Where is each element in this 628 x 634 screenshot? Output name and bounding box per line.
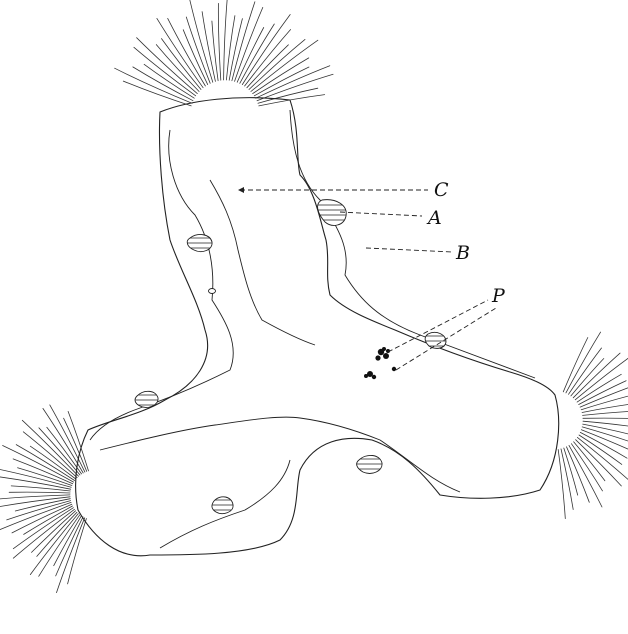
- label-a: A: [426, 207, 442, 229]
- tentacle: [11, 486, 70, 491]
- arrowhead-c: [238, 187, 244, 193]
- tentacle: [235, 7, 263, 81]
- tentacle: [256, 66, 330, 99]
- tentacle: [190, 0, 213, 82]
- tentacle: [115, 68, 192, 103]
- tentacle: [133, 67, 193, 101]
- tentacle: [22, 420, 78, 476]
- tentacle: [202, 12, 215, 82]
- hatched-spot: [420, 332, 450, 348]
- tentacle: [569, 348, 602, 394]
- tentacle: [0, 495, 70, 500]
- leader-line-a: [340, 212, 422, 216]
- hatched-spot: [205, 497, 238, 514]
- inner-canal-mid: [210, 180, 315, 345]
- label-b: B: [455, 242, 470, 264]
- hatched-spot: [350, 455, 386, 473]
- tentacle: [144, 64, 194, 98]
- tentacle: [567, 447, 590, 503]
- tentacle: [162, 39, 202, 90]
- tentacle: [23, 432, 77, 478]
- tentacle: [39, 428, 80, 475]
- small-oval: [209, 289, 216, 294]
- tentacle: [54, 516, 82, 566]
- tentacle: [258, 88, 318, 103]
- label-c: C: [434, 179, 449, 201]
- label-p: P: [491, 285, 506, 307]
- tentacle: [249, 39, 305, 89]
- tentacle: [580, 382, 628, 407]
- tentacle: [569, 445, 602, 507]
- tentacle: [68, 411, 88, 471]
- pigment-spots: [364, 347, 396, 379]
- tentacle: [64, 418, 87, 471]
- tentacle: [13, 508, 73, 549]
- tentacle: [575, 358, 628, 400]
- tentacle: [218, 3, 220, 80]
- tentacle: [573, 353, 620, 398]
- tentacle: [3, 446, 74, 483]
- tentacle: [579, 381, 626, 405]
- body-outline: [76, 98, 559, 556]
- tentacle: [251, 40, 318, 91]
- leader-line-p2: [396, 308, 496, 370]
- tentacle: [168, 18, 206, 86]
- tentacle: [56, 517, 83, 576]
- tentacle: [212, 21, 218, 81]
- tentacle: [582, 427, 628, 446]
- tentacle: [583, 411, 628, 416]
- hatched-spot: [130, 391, 162, 407]
- tentacle-crowns: [0, 0, 628, 593]
- tentacle: [577, 374, 621, 402]
- tentacle: [9, 492, 70, 493]
- tentacle: [15, 499, 70, 511]
- tentacle: [576, 440, 622, 486]
- tentacle: [30, 514, 78, 575]
- tentacle: [583, 421, 628, 428]
- tentacle: [253, 58, 309, 94]
- tentacle: [583, 418, 628, 419]
- tentacle: [224, 0, 228, 80]
- tentacle: [582, 404, 628, 412]
- tentacle: [558, 450, 565, 519]
- hatched-spot: [180, 235, 216, 252]
- leader-line-b: [366, 248, 452, 252]
